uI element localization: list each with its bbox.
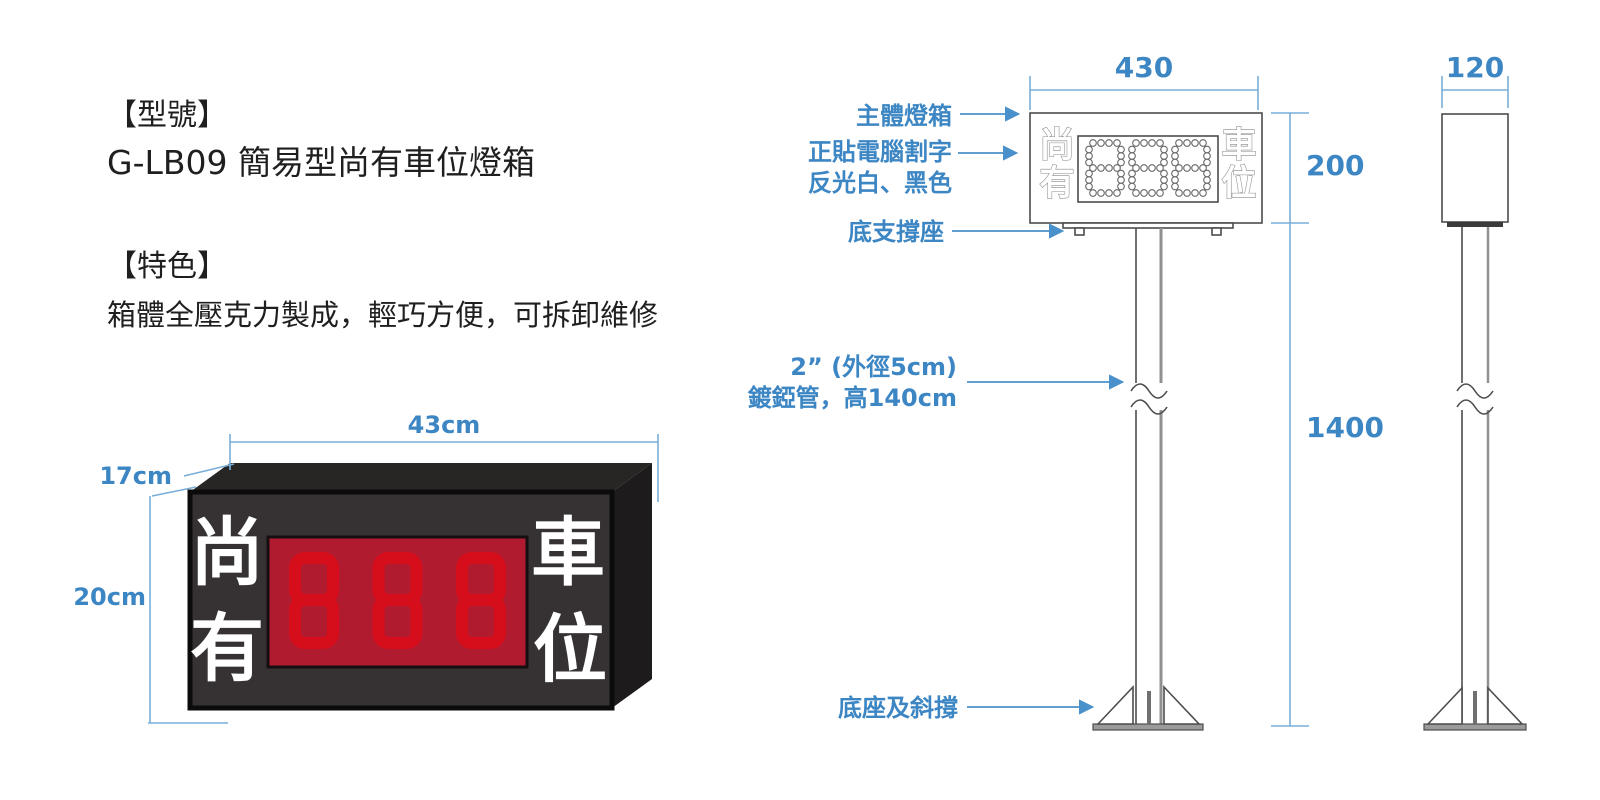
label-lettering-line1: 正貼電腦割字 [808,138,952,166]
front-support-bar [1062,222,1234,229]
side-base [1423,685,1527,731]
label-bottom-support: 底支撐座 [848,218,944,246]
label-base: 底座及斜撐 [838,694,958,722]
front-support-foot-left [1074,227,1085,236]
dim-17cm-tick-back [183,463,235,477]
render3d-char-top-right: 車 [531,510,605,596]
dim-120-label: 120 [1446,51,1504,84]
dim-43cm-label: 43cm [408,411,481,439]
label-pipe-line1: 2” (外徑5cm) [790,353,957,381]
box-right-face [612,463,652,708]
pipe-break-icon [1456,383,1494,399]
label-lettering-line2: 反光白、黑色 [808,169,952,197]
dim-430-label: 430 [1115,51,1173,84]
dim-20cm-label: 20cm [73,583,146,611]
dim-1400-label: 1400 [1306,411,1384,444]
callouts: 主體燈箱 正貼電腦割字 反光白、黑色 底支撐座 2” (外徑5cm) 鍍錏管，高… [747,102,1125,722]
front-base [1092,684,1204,731]
front-char-bottom-left: 有 [1039,164,1074,204]
front-view: 尚 有 車 位 430 200 [1029,51,1384,731]
pipe-break-icon [1456,399,1494,415]
render3d-char-top-left: 尚 [190,510,264,596]
render3d-char-bottom-left: 有 [190,606,264,692]
front-support-foot-right [1211,227,1222,236]
dim-200-label: 200 [1306,149,1364,182]
features-value: 箱體全壓克力製成，輕巧方便，可拆卸維修 [107,298,659,332]
render3d-char-bottom-right: 位 [533,607,607,693]
side-pole [1456,227,1494,724]
front-char-top-left: 尚 [1039,126,1074,166]
model-heading: 【型號】 [107,98,227,133]
pipe-break-icon [1130,399,1168,415]
model-value: G-LB09 簡易型尚有車位燈箱 [107,143,535,182]
label-pipe-line2: 鍍錏管，高140cm [747,384,957,412]
front-pole [1130,228,1168,724]
box-top-face [190,463,652,492]
dim-17cm-tick-front [151,486,197,497]
front-char-bottom-right: 位 [1221,164,1256,204]
side-box [1441,113,1509,223]
front-led-digits [1085,139,1211,197]
label-main-box: 主體燈箱 [856,102,952,130]
render3d-led-digits [289,552,506,649]
side-support-bar [1447,222,1503,227]
pipe-break-icon [1130,383,1168,399]
features-heading: 【特色】 [107,249,227,284]
side-view: 120 [1423,51,1527,731]
dim-17cm-label: 17cm [99,462,172,490]
front-char-top-right: 車 [1221,126,1256,166]
render3d: 尚 有 車 位 43cm 17cm 20cm [73,411,659,724]
